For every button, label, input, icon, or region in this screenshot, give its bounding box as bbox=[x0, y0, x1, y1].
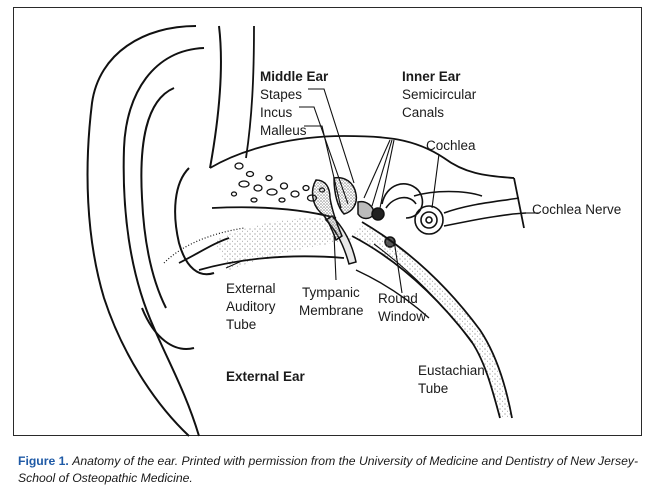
skull-lines bbox=[209, 25, 525, 229]
label-stapes: Stapes bbox=[260, 87, 303, 102]
pinna bbox=[86, 25, 222, 437]
label-eustachian-1: Eustachian bbox=[418, 363, 485, 378]
label-tympanic-2: Membrane bbox=[299, 303, 364, 318]
ear-anatomy-illustration bbox=[86, 25, 539, 437]
inner-ear bbox=[381, 183, 527, 235]
ear-canal bbox=[163, 206, 352, 271]
label-round-window-2: Window bbox=[378, 309, 427, 324]
caption-text: Anatomy of the ear. Printed with permiss… bbox=[18, 454, 639, 485]
figure-caption: Figure 1. Anatomy of the ear. Printed wi… bbox=[18, 453, 648, 487]
label-tympanic-1: Tympanic bbox=[302, 285, 360, 300]
label-incus: Incus bbox=[260, 105, 293, 120]
label-eustachian-2: Tube bbox=[418, 381, 449, 396]
label-inner-ear: Inner Ear bbox=[402, 69, 461, 84]
label-canals: Canals bbox=[402, 105, 445, 120]
label-external-ear: External Ear bbox=[226, 369, 305, 384]
mastoid-cells bbox=[230, 162, 326, 203]
eustachian-tube bbox=[351, 221, 513, 419]
label-round-window-1: Round bbox=[378, 291, 418, 306]
figure-frame: Middle Ear Stapes Incus Malleus Inner Ea… bbox=[13, 7, 642, 437]
label-middle-ear: Middle Ear bbox=[260, 69, 329, 84]
pointer-lines bbox=[225, 88, 539, 294]
label-external-auditory-3: Tube bbox=[226, 317, 257, 332]
label-malleus: Malleus bbox=[260, 123, 307, 138]
label-cochlea: Cochlea bbox=[426, 138, 476, 153]
label-cochlea-nerve: Cochlea Nerve bbox=[532, 202, 622, 217]
label-semicircular: Semicircular bbox=[402, 87, 477, 102]
caption-figure-number: Figure 1. bbox=[18, 454, 69, 468]
label-external-auditory-1: External bbox=[226, 281, 276, 296]
label-external-auditory-2: Auditory bbox=[226, 299, 276, 314]
